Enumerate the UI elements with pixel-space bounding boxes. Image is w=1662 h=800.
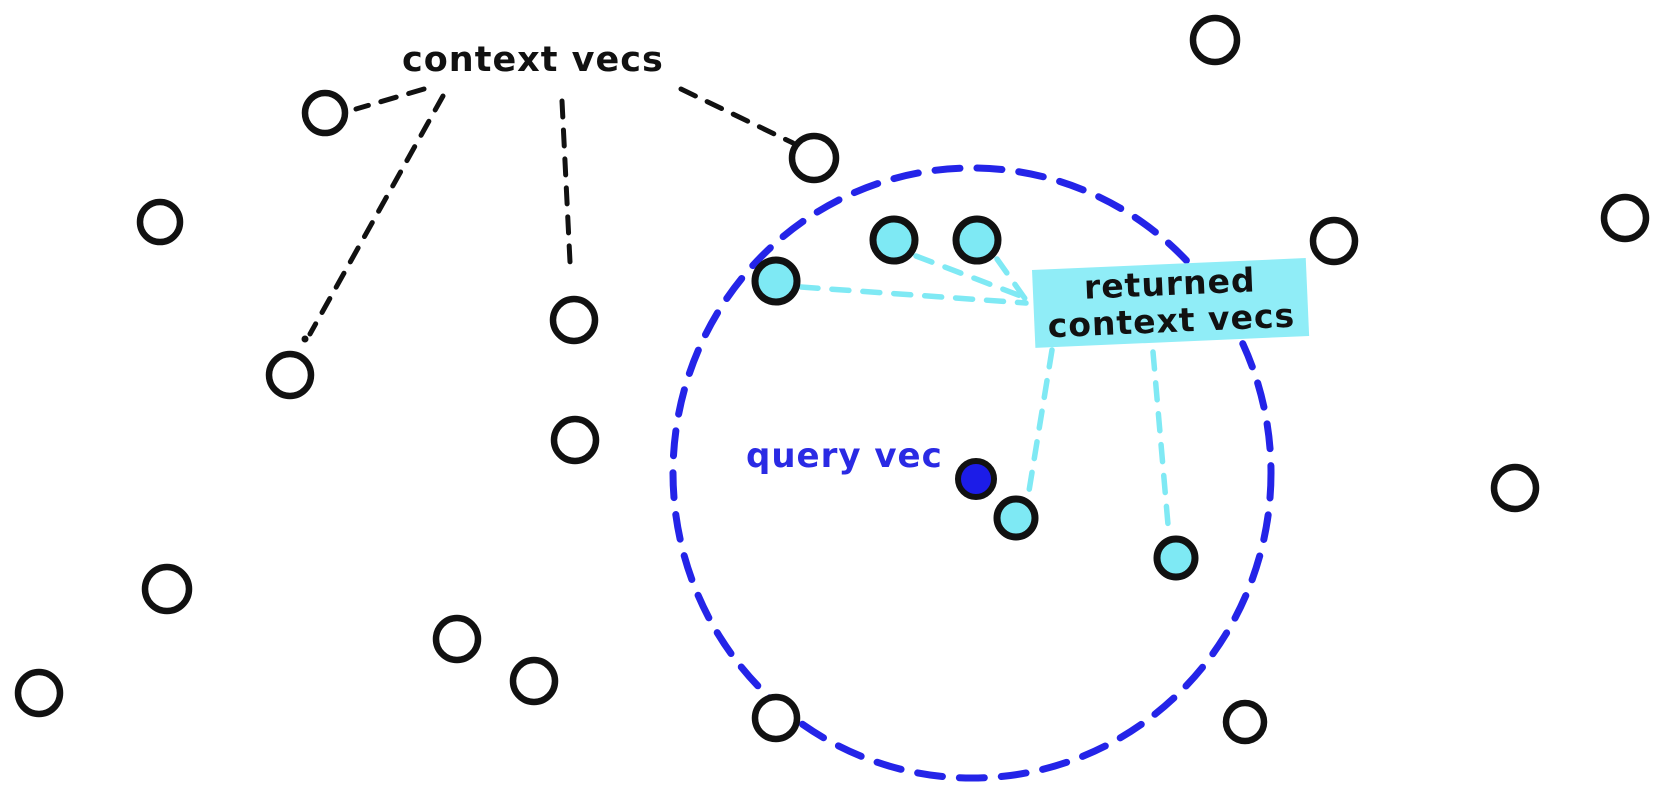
- context-vector-point: [1189, 14, 1241, 66]
- context-pointer-line: [307, 93, 446, 337]
- returned-vector-point: [1153, 535, 1199, 581]
- returned-vector-point: [993, 495, 1039, 541]
- pointer-line-end-dot: [301, 335, 309, 343]
- context-vector-point: [1222, 699, 1268, 745]
- context-pointer-line: [559, 98, 573, 265]
- returned-connector-line: [913, 253, 1029, 301]
- context-vector-point: [432, 614, 482, 664]
- returned-vector-point: [952, 215, 1002, 265]
- context-vector-point: [301, 89, 349, 137]
- query-vector-point: [955, 458, 997, 500]
- context-vector-point: [549, 295, 599, 345]
- context-vector-point: [141, 563, 193, 615]
- context-vector-point: [509, 656, 559, 706]
- context-vector-point: [136, 198, 184, 246]
- returned-connector-line: [1025, 347, 1055, 500]
- returned-connector-line: [994, 256, 1029, 303]
- returned-connector-line: [1150, 349, 1172, 539]
- context-vector-point: [14, 668, 64, 718]
- context-vecs-label: context vecs: [402, 40, 664, 80]
- returned-context-vecs-label: returned context vecs: [1032, 258, 1310, 348]
- context-pointer-line: [678, 86, 796, 146]
- context-vector-point: [1490, 463, 1540, 513]
- context-vector-point: [1309, 216, 1359, 266]
- neighborhood-radius-circle: [669, 164, 1275, 782]
- returned-vector-point: [869, 215, 919, 265]
- query-vec-label: query vec: [746, 436, 943, 476]
- context-vector-point: [550, 415, 600, 465]
- context-pointer-line: [353, 86, 427, 112]
- context-vector-point: [751, 693, 801, 743]
- context-vector-point: [1600, 193, 1650, 243]
- returned-connector-line: [798, 284, 1029, 306]
- context-vector-point: [788, 132, 840, 184]
- returned-vector-point: [751, 256, 801, 306]
- context-vector-point: [265, 350, 315, 400]
